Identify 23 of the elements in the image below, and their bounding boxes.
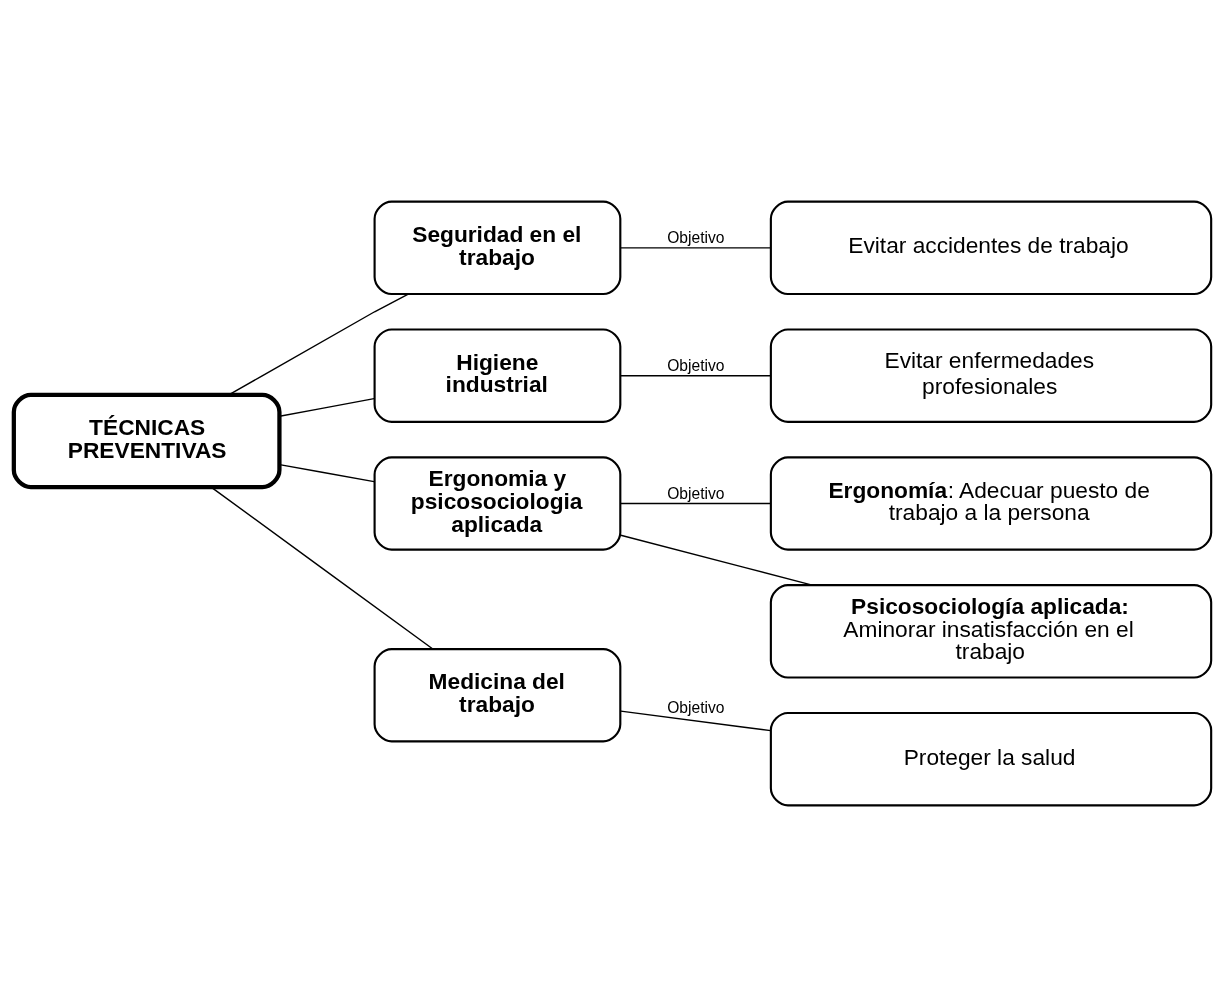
- connector: [620, 502, 772, 505]
- edge-label: Objetivo: [667, 229, 725, 247]
- connector: [278, 397, 375, 417]
- connector: [620, 534, 813, 586]
- edge-label: Objetivo: [667, 357, 725, 375]
- node-box: Psicosociología aplicada: Aminorar insatisfacción en el trabajo: [769, 584, 1213, 679]
- connector: [620, 710, 772, 732]
- connector: [228, 293, 409, 396]
- connector: [620, 247, 772, 249]
- edge-label: Objetivo: [667, 699, 725, 717]
- edge-label: Objetivo: [667, 484, 725, 502]
- connector: [210, 486, 434, 650]
- node-box: TÉCNICAS PREVENTIVAS: [11, 392, 282, 490]
- connector: [278, 463, 375, 483]
- node-box: Proteger la salud: [769, 711, 1213, 807]
- node-box: Higiene industrial: [373, 328, 622, 423]
- connector: [620, 374, 772, 377]
- node-box: Ergonomia y psicosociologia aplicada: [373, 456, 622, 551]
- node-box: Seguridad en el trabajo: [373, 200, 622, 296]
- node-box: Evitar enfermedades profesionales: [769, 328, 1213, 423]
- node-box: Ergonomía: Adecuar puesto de trabajo a la persona: [769, 456, 1213, 551]
- node-box: Evitar accidentes de trabajo: [769, 200, 1213, 296]
- node-box: Medicina del trabajo: [373, 648, 622, 743]
